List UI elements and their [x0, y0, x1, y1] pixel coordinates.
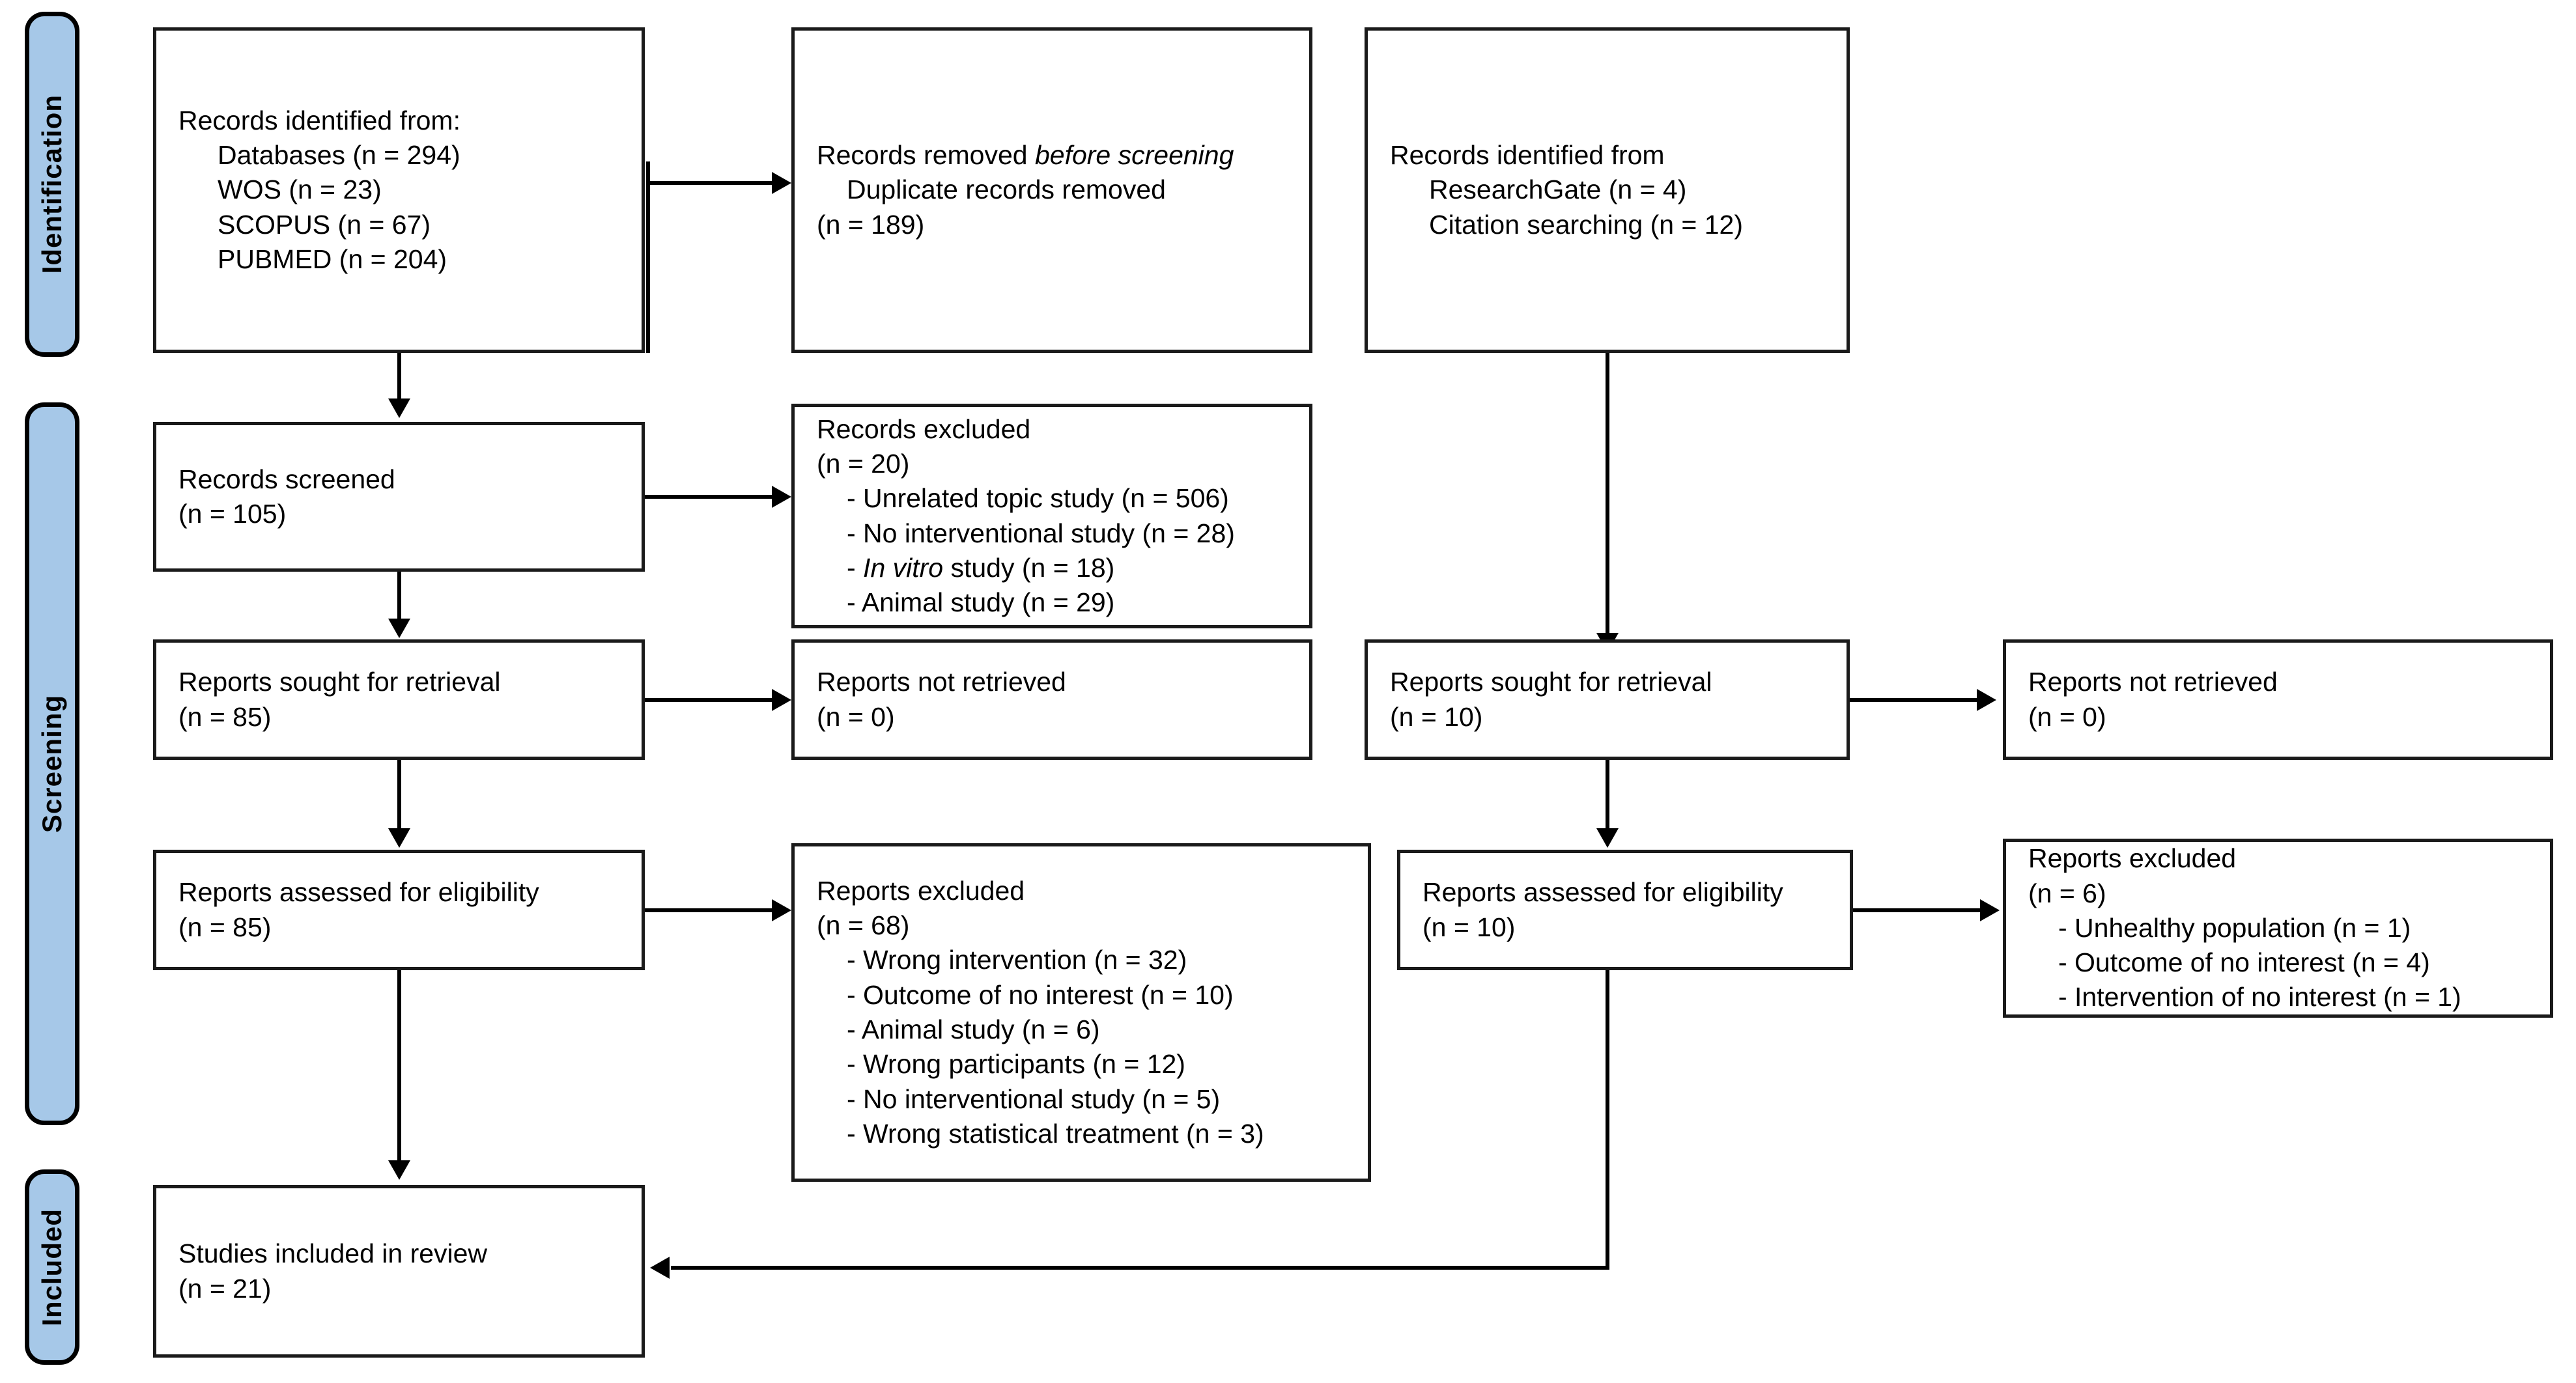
- stage-label-screening: Screening: [25, 402, 79, 1125]
- records-removed-title: Records removed before screening: [817, 138, 1287, 173]
- connector-hline-to-records-excluded: [645, 495, 774, 499]
- records-excluded-title: Records excluded: [817, 413, 1031, 444]
- arrow-to-not-retrieved-right: [1977, 689, 1996, 711]
- reports-sought-right-count: (n = 10): [1390, 701, 1483, 732]
- stage-label-identification-text: Identification: [36, 94, 67, 274]
- stage-label-identification: Identification: [25, 12, 79, 357]
- arrow-into-studies-included: [650, 1257, 670, 1279]
- box-reports-excluded-right: Reports excluded (n = 6) - Unhealthy pop…: [2003, 839, 2553, 1018]
- connector-vline-to-assessed-right: [1606, 760, 1609, 831]
- connector-vline-to-reports-sought-left: [397, 572, 401, 624]
- records-excluded-reason-2: - No interventional study (n = 28): [847, 518, 1235, 548]
- records-screened-count: (n = 105): [178, 499, 287, 529]
- reports-excluded-left-title: Reports excluded: [817, 875, 1025, 906]
- records-identified-pubmed: PUBMED (n = 204): [218, 244, 447, 274]
- studies-included-title: Studies included in review: [178, 1238, 488, 1269]
- reports-sought-left-count: (n = 85): [178, 701, 272, 732]
- records-excluded-reason-3-pre: -: [847, 552, 864, 583]
- reports-assessed-right-count: (n = 10): [1422, 912, 1516, 942]
- connector-hline-to-not-retrieved-left: [645, 698, 774, 702]
- connector-vline-to-assessed-left: [397, 760, 401, 831]
- studies-included-count: (n = 21): [178, 1273, 272, 1304]
- box-reports-assessed-left: Reports assessed for eligibility (n = 85…: [153, 850, 645, 970]
- arrow-to-reports-sought-left: [388, 619, 410, 638]
- stage-label-included-text: Included: [36, 1208, 67, 1326]
- reports-excluded-right-title: Reports excluded: [2028, 843, 2237, 874]
- arrow-to-studies-included: [388, 1160, 410, 1180]
- arrow-to-records-removed: [772, 172, 791, 194]
- reports-excluded-left-count: (n = 68): [817, 910, 910, 941]
- reports-not-retrieved-right-count: (n = 0): [2028, 701, 2106, 732]
- box-reports-excluded-left: Reports excluded (n = 68) - Wrong interv…: [791, 843, 1371, 1182]
- records-removed-title-italic: before screening: [1034, 140, 1234, 171]
- connector-vline-identification-right: [646, 161, 650, 353]
- box-reports-sought-right: Reports sought for retrieval (n = 10): [1365, 639, 1850, 760]
- reports-not-retrieved-left-count: (n = 0): [817, 701, 895, 732]
- connector-vline-assessed-right-down: [1606, 970, 1609, 1270]
- duplicate-records-removed: Duplicate records removed: [847, 175, 1166, 205]
- connector-vline-to-records-screened: [397, 353, 401, 405]
- reports-excluded-left-reason-4: - Wrong participants (n = 12): [847, 1049, 1185, 1080]
- records-excluded-reason-3-italic: In vitro: [863, 552, 944, 583]
- connector-hline-to-not-retrieved-right: [1850, 698, 1979, 702]
- reports-excluded-left-reason-6: - Wrong statistical treatment (n = 3): [847, 1118, 1264, 1149]
- arrow-to-assessed-left: [388, 828, 410, 848]
- reports-not-retrieved-left-title: Reports not retrieved: [817, 667, 1066, 697]
- records-identified-researchgate: ResearchGate (n = 4): [1429, 175, 1687, 205]
- box-records-identified-databases: Records identified from: Databases (n = …: [153, 27, 645, 353]
- records-removed-title-plain: Records removed: [817, 140, 1035, 171]
- records-identified-title: Records identified from:: [178, 105, 460, 135]
- records-excluded-reason-1: - Unrelated topic study (n = 506): [847, 483, 1229, 514]
- box-reports-not-retrieved-left: Reports not retrieved (n = 0): [791, 639, 1312, 760]
- reports-assessed-left-title: Reports assessed for eligibility: [178, 877, 539, 908]
- reports-sought-left-title: Reports sought for retrieval: [178, 667, 501, 697]
- reports-excluded-left-reason-1: - Wrong intervention (n = 32): [847, 945, 1187, 975]
- arrow-to-records-screened: [388, 398, 410, 418]
- reports-excluded-right-reason-2: - Outcome of no interest (n = 4): [2058, 947, 2430, 978]
- records-excluded-reason-3: - In vitro study (n = 18): [817, 551, 1287, 585]
- arrow-to-records-excluded: [772, 486, 791, 508]
- arrow-to-not-retrieved-left: [772, 689, 791, 711]
- duplicate-records-count: (n = 189): [817, 209, 925, 240]
- connector-hline-to-excluded-right: [1853, 908, 1982, 912]
- box-records-screened: Records screened (n = 105): [153, 422, 645, 572]
- reports-sought-right-title: Reports sought for retrieval: [1390, 667, 1712, 697]
- reports-excluded-left-reason-2: - Outcome of no interest (n = 10): [847, 979, 1234, 1010]
- records-identified-wos: WOS (n = 23): [218, 175, 382, 205]
- connector-hline-to-excluded-left: [645, 908, 774, 912]
- records-excluded-reason-4: - Animal study (n = 29): [847, 587, 1115, 618]
- arrow-to-assessed-right: [1596, 828, 1619, 848]
- connector-hline-to-records-removed: [646, 181, 774, 185]
- stage-label-included: Included: [25, 1169, 79, 1365]
- box-records-identified-other-methods: Records identified from ResearchGate (n …: [1365, 27, 1850, 353]
- records-excluded-reason-3-post: study (n = 18): [943, 552, 1115, 583]
- reports-excluded-left-reason-3: - Animal study (n = 6): [847, 1014, 1100, 1044]
- reports-excluded-right-reason-3: - Intervention of no interest (n = 1): [2058, 982, 2461, 1013]
- connector-vline-other-methods-down: [1606, 353, 1609, 639]
- records-identified-other-title: Records identified from: [1390, 140, 1665, 171]
- connector-hline-right-to-studies-included: [671, 1266, 1609, 1270]
- records-identified-databases: Databases (n = 294): [218, 140, 460, 171]
- records-identified-citation-searching: Citation searching (n = 12): [1429, 209, 1744, 240]
- connector-vline-to-studies-included: [397, 970, 401, 1166]
- reports-excluded-right-count: (n = 6): [2028, 878, 2106, 908]
- reports-excluded-left-reason-5: - No interventional study (n = 5): [847, 1083, 1221, 1114]
- records-identified-scopus: SCOPUS (n = 67): [218, 209, 431, 240]
- arrow-to-excluded-left: [772, 899, 791, 921]
- box-studies-included: Studies included in review (n = 21): [153, 1185, 645, 1358]
- reports-assessed-right-title: Reports assessed for eligibility: [1422, 877, 1783, 908]
- stage-label-screening-text: Screening: [36, 694, 67, 833]
- records-screened-title: Records screened: [178, 464, 395, 494]
- records-excluded-count: (n = 20): [817, 448, 910, 479]
- box-reports-not-retrieved-right: Reports not retrieved (n = 0): [2003, 639, 2553, 760]
- box-reports-sought-left: Reports sought for retrieval (n = 85): [153, 639, 645, 760]
- reports-excluded-right-reason-1: - Unhealthy population (n = 1): [2058, 912, 2411, 943]
- box-records-excluded: Records excluded (n = 20) - Unrelated to…: [791, 404, 1312, 628]
- reports-assessed-left-count: (n = 85): [178, 912, 272, 942]
- box-records-removed-before-screening: Records removed before screening Duplica…: [791, 27, 1312, 353]
- reports-not-retrieved-right-title: Reports not retrieved: [2028, 667, 2278, 697]
- box-reports-assessed-right: Reports assessed for eligibility (n = 10…: [1397, 850, 1853, 970]
- arrow-to-excluded-right: [1980, 899, 2000, 921]
